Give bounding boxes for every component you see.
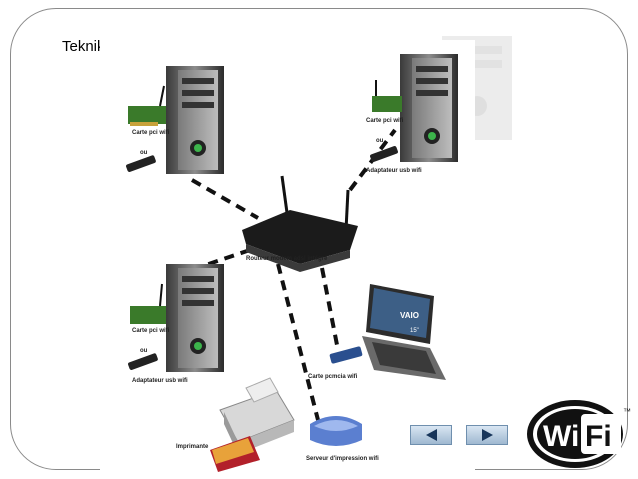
pc2-or-label: ou xyxy=(376,138,384,144)
pc2-card-label: Carte pci wifi xyxy=(366,118,404,124)
wifi-logo-trademark: ™ xyxy=(623,407,631,416)
pc1-card-label: Carte pci wifi xyxy=(132,130,170,136)
triangle-left-icon xyxy=(425,429,437,441)
print-server xyxy=(310,416,362,446)
router xyxy=(242,175,358,272)
pc-tower-1 xyxy=(166,66,224,174)
pc1-or-label: ou xyxy=(140,150,148,156)
usb-adapter-3 xyxy=(128,353,158,370)
wifi-logo-wi: Wi xyxy=(543,420,579,453)
pc2-usb-label: Adaptateur usb wifi xyxy=(366,168,422,174)
wifi-logo-fi: Fi xyxy=(585,420,612,453)
pc3-or-label: ou xyxy=(140,348,148,354)
printer-label: Imprimante xyxy=(176,444,209,450)
pc-tower-3 xyxy=(166,264,224,372)
laptop-size: 15" xyxy=(410,328,419,334)
wifi-network-diagram: Carte pci wifi ou Carte pci wifi ou Adap… xyxy=(100,40,475,472)
print-server-label: Serveur d'impression wifi xyxy=(306,456,379,462)
pcmcia-card xyxy=(329,346,363,364)
wifi-logo: Wi Fi ™ xyxy=(527,400,631,468)
pci-card-2 xyxy=(372,80,402,112)
triangle-right-icon xyxy=(481,429,493,441)
laptop-card-label: Carte pcmcia wifi xyxy=(308,374,358,380)
link-router-printserver xyxy=(276,263,320,421)
usb-adapter-1 xyxy=(126,155,156,172)
router-label: Routeur modem adsl intégré xyxy=(246,256,328,262)
usb-adapter-2 xyxy=(370,146,398,162)
link-pc1-router xyxy=(191,178,259,220)
pci-card-1 xyxy=(128,85,166,126)
pc3-usb-label: Adaptateur usb wifi xyxy=(132,378,188,384)
link-router-laptop xyxy=(320,267,340,351)
laptop-brand: VAIO xyxy=(400,311,419,320)
pc-tower-2 xyxy=(400,54,458,162)
next-slide-button[interactable] xyxy=(466,425,508,445)
previous-slide-button[interactable] xyxy=(410,425,452,445)
laptop: VAIO 15" xyxy=(362,284,446,380)
printer xyxy=(210,377,295,472)
pci-card-3 xyxy=(130,283,166,324)
pc3-card-label: Carte pci wifi xyxy=(132,328,170,334)
